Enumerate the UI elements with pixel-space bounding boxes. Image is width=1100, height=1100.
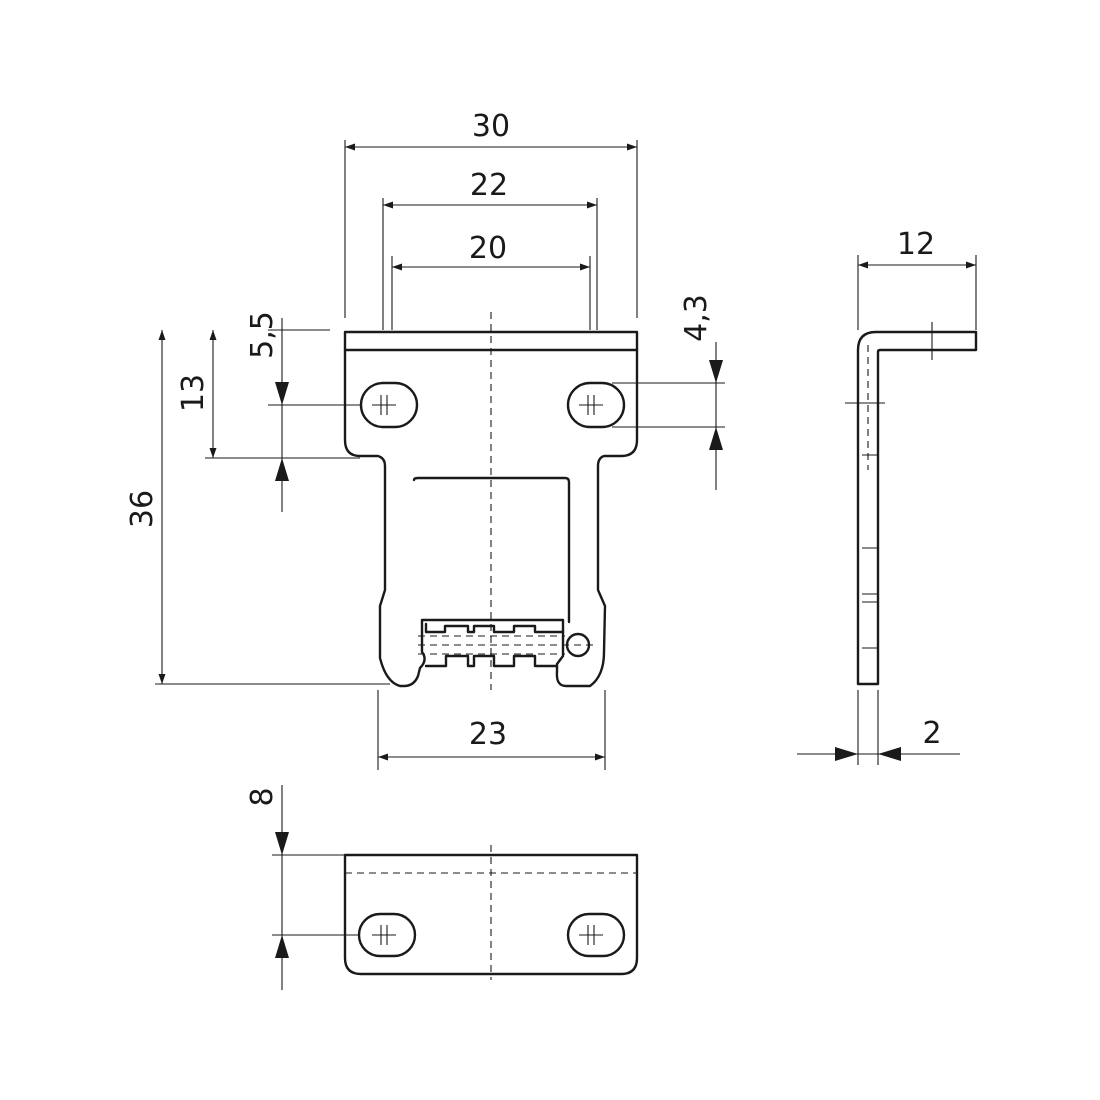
dim-label-5-5: 5,5 xyxy=(245,311,280,359)
dim-arrow-4-3-top xyxy=(709,360,723,383)
side-view-outline xyxy=(856,330,978,686)
bottom-view-outline xyxy=(343,853,639,976)
dim-arrow-5-5-bottom xyxy=(275,458,289,481)
front-view-outline xyxy=(343,330,639,688)
extension-lines xyxy=(155,140,725,770)
hole-center-marks xyxy=(372,395,603,415)
bottom-view-dimensions: 8 xyxy=(245,785,360,990)
dim-label-2: 2 xyxy=(922,716,941,751)
dim-arrow-2-right xyxy=(878,747,901,761)
dim-label-13: 13 xyxy=(176,374,211,412)
side-view-dimensions: 12 2 xyxy=(797,227,977,765)
bottom-slot-hole-right xyxy=(566,912,626,958)
dim-arrow-5-5-top xyxy=(275,382,289,405)
slot-hole-left xyxy=(359,381,419,429)
dim-label-20: 20 xyxy=(469,231,507,266)
dim-arrow-8-top xyxy=(275,832,289,855)
bottom-view xyxy=(343,845,639,980)
slot-hole-right xyxy=(566,381,626,429)
front-view xyxy=(343,312,639,690)
dim-label-12: 12 xyxy=(897,227,935,262)
dim-label-4-3: 4,3 xyxy=(679,294,714,342)
front-view-dimensions: 30 22 20 23 36 13 5,5 4,3 xyxy=(125,109,725,770)
side-view xyxy=(845,322,978,686)
side-extension-lines xyxy=(857,255,977,765)
side-view-steps xyxy=(862,454,878,649)
dim-label-36: 36 xyxy=(125,490,160,528)
dim-label-30: 30 xyxy=(472,109,510,144)
dim-arrow-2-left xyxy=(835,747,858,761)
dim-label-8: 8 xyxy=(245,787,280,806)
dim-label-23: 23 xyxy=(469,717,507,752)
inner-cutout xyxy=(412,476,571,624)
bottom-hole-center-marks xyxy=(372,925,603,945)
dim-arrow-8-bottom xyxy=(275,935,289,958)
dim-label-22: 22 xyxy=(470,168,508,203)
dim-arrow-4-3-bottom xyxy=(709,427,723,450)
bottom-extension-lines xyxy=(272,854,360,936)
ladder-slider xyxy=(424,622,565,668)
